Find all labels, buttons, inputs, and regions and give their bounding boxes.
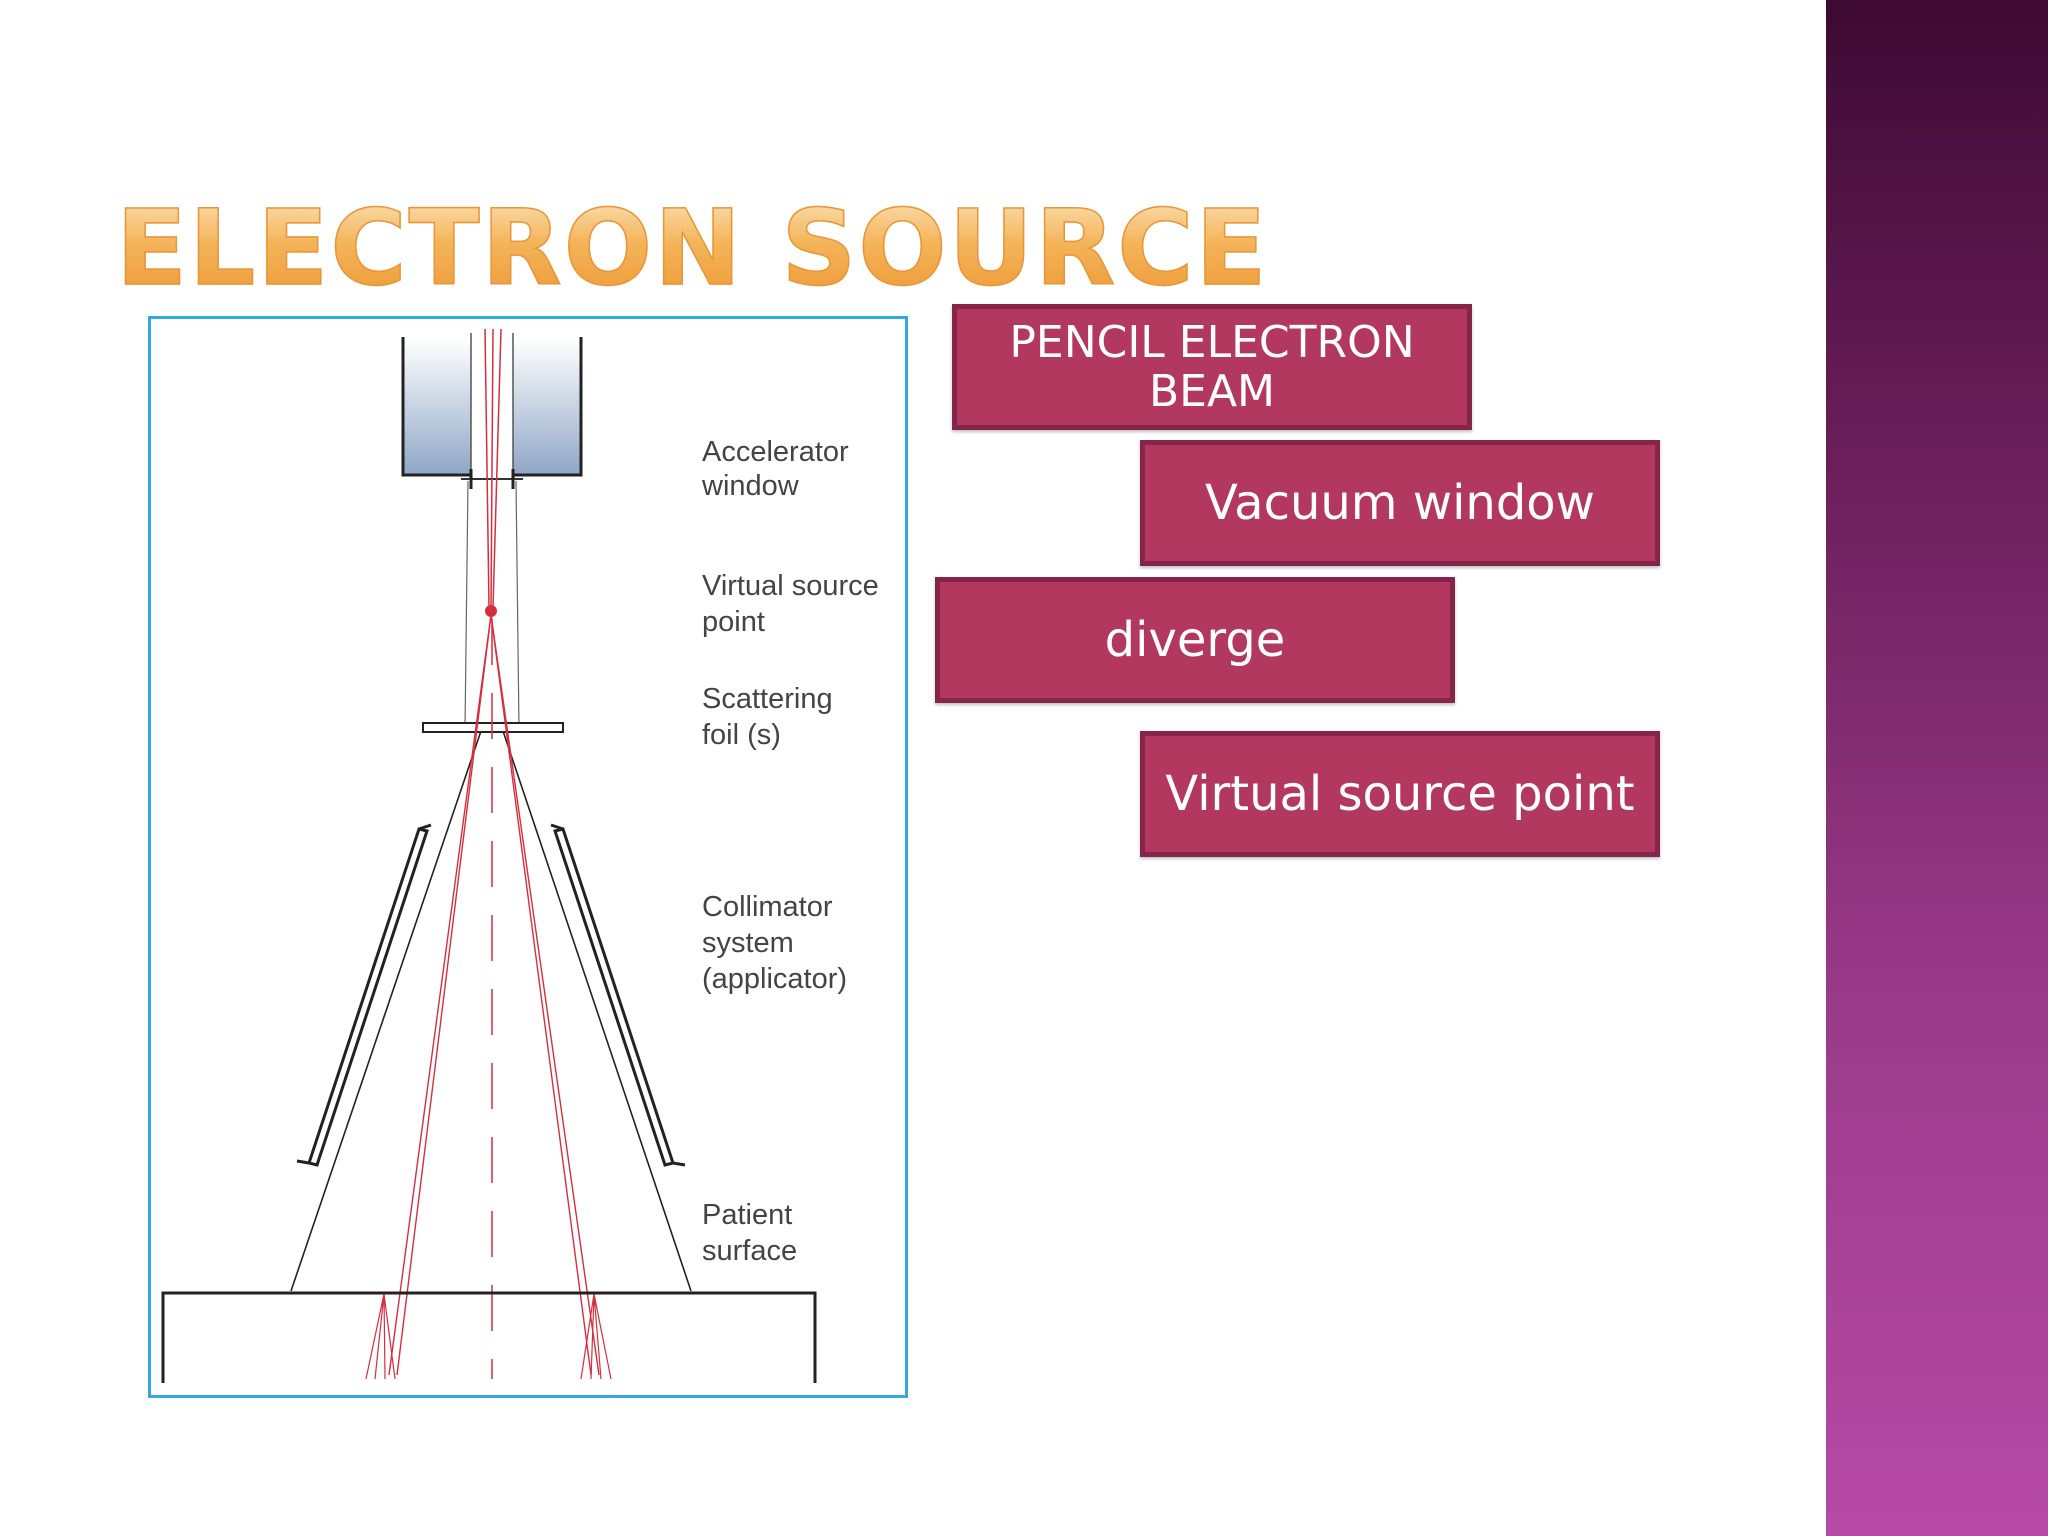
beam-edge-left [290,730,482,1292]
beam-edge-right [502,730,692,1292]
collimator-lip-left-top [418,823,432,831]
callout-diverge: diverge [935,577,1455,703]
pencil-beam-line-3 [492,328,502,608]
collimator-lip-right-bottom [672,1161,686,1167]
callout-diverge-text: diverge [1104,612,1286,668]
scatter-spread-right [580,1293,612,1380]
pencil-beam-line-1 [484,328,490,608]
diverging-ray-right-outer [490,614,600,1376]
callout-pencil-line-1: PENCIL ELECTRON [1009,316,1415,368]
label-accelerator-window: Accelerator window [701,436,857,502]
virtual-source-point-dot [485,605,497,617]
collimator-wall-right [553,827,675,1167]
label-virtual-source-point: Virtual source point [702,570,887,638]
collimator-wall-left [307,827,429,1167]
callout-pencil-electron-beam: PENCIL ELECTRON BEAM [952,304,1472,430]
scatter-spread-left [365,1293,396,1380]
label-collimator-system: Collimator system (applicator) [702,891,847,995]
diverging-ray-right-inner [490,614,592,1376]
label-scattering-foil: Scattering foil (s) [702,683,841,751]
scattering-foil [422,722,564,733]
callout-vacuum-window: Vacuum window [1140,440,1660,566]
label-patient-surface: Patient surface [702,1199,800,1267]
beam-guide-left [464,480,469,730]
slide-title: ELECTRON SOURCE [115,187,1269,309]
beam-guide-right [515,480,520,730]
electron-source-diagram: Accelerator window Virtual source point … [148,316,908,1398]
callout-virtual-source-point: Virtual source point [1140,731,1660,857]
diverging-ray-left-outer [388,614,492,1376]
diverging-ray-left-inner [396,614,492,1376]
callout-vacuum-window-text: Vacuum window [1205,475,1595,531]
callout-virtual-source-text: Virtual source point [1165,766,1635,822]
collimator-lip-left-bottom [296,1159,310,1165]
diagram-svg: Accelerator window Virtual source point … [161,328,887,1383]
collimator-lip-right-top [550,823,564,831]
side-decorative-band [1826,0,2048,1536]
pencil-beam-line-2 [490,328,494,608]
callout-pencil-line-2: BEAM [1148,366,1276,417]
patient-surface [161,1291,817,1383]
